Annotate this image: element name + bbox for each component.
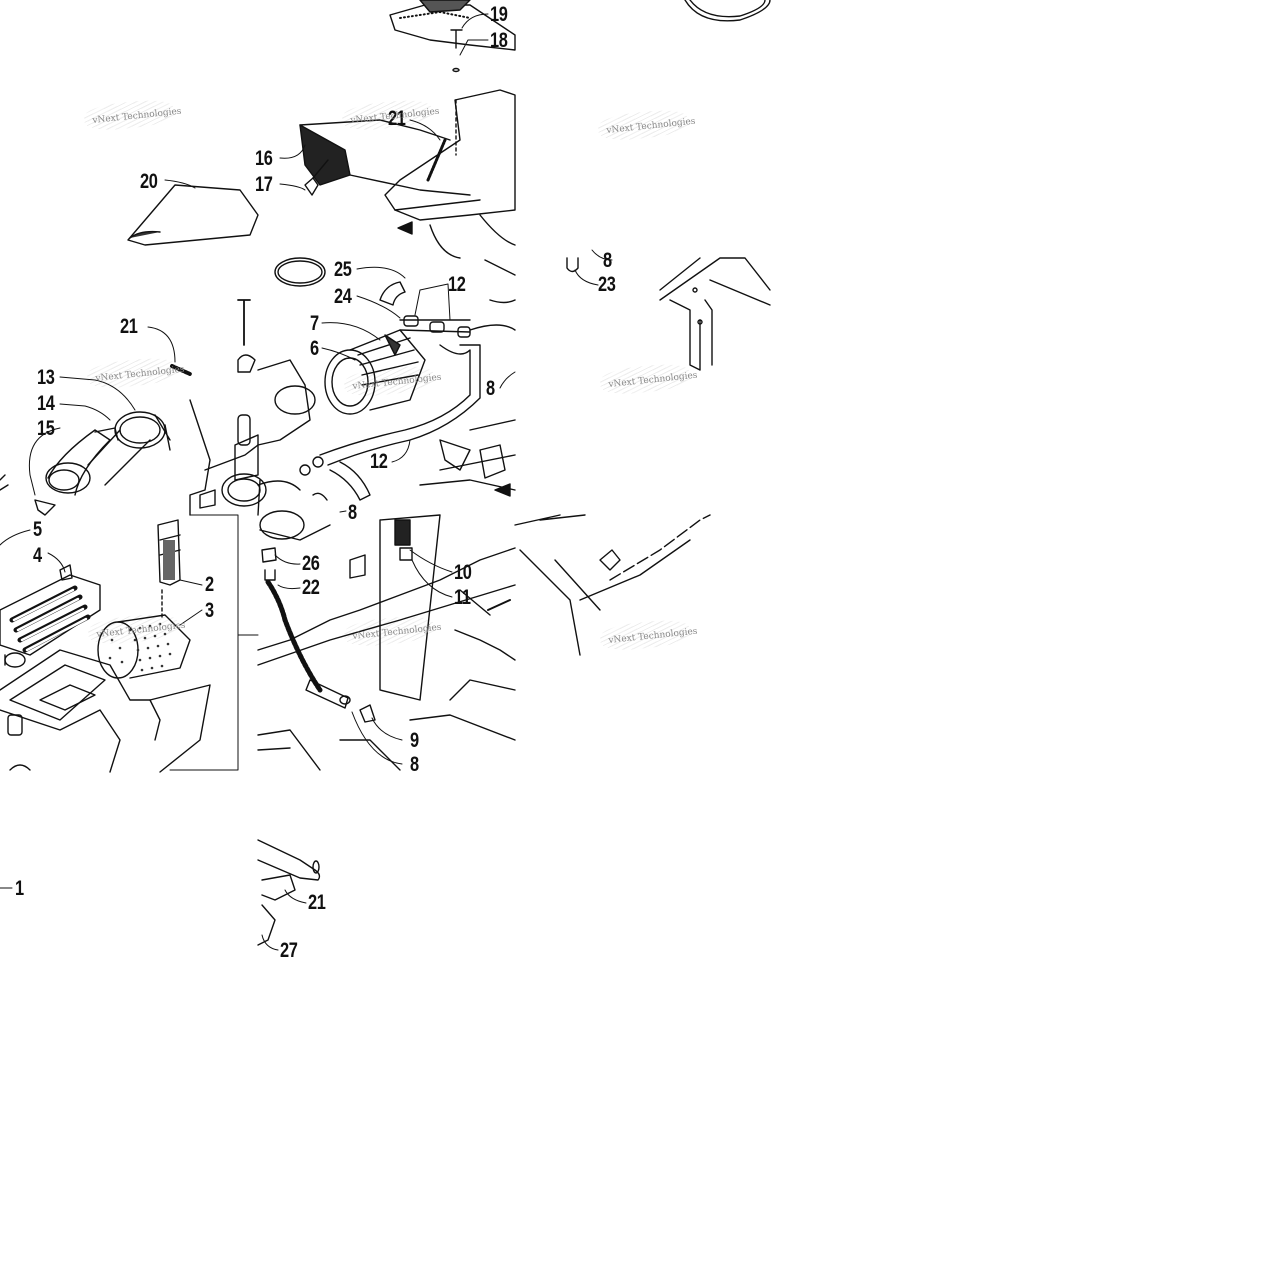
callout-12: 12 — [370, 450, 388, 473]
callout-25: 25 — [334, 258, 352, 281]
callout-22: 22 — [302, 576, 320, 599]
callout-11: 11 — [454, 586, 471, 609]
callout-5: 5 — [33, 518, 42, 541]
tile-bracket — [257, 839, 321, 946]
callout-21: 21 — [308, 891, 326, 914]
callout-21: 21 — [120, 315, 138, 338]
callout-23: 23 — [598, 273, 616, 296]
callout-9: 9 — [410, 729, 419, 752]
callout-15: 15 — [37, 417, 55, 440]
callout-10: 10 — [454, 561, 472, 584]
callout-8: 8 — [603, 249, 612, 272]
callout-14: 14 — [37, 392, 55, 415]
callout-18: 18 — [490, 29, 508, 52]
callout-4: 4 — [33, 544, 42, 567]
callout-24: 24 — [334, 285, 352, 308]
callout-17: 17 — [255, 173, 273, 196]
callout-26: 26 — [302, 552, 320, 575]
tile-frame-lower — [514, 514, 711, 656]
callout-27: 27 — [280, 939, 298, 962]
callout-8: 8 — [410, 753, 419, 776]
tile-intake-boot — [0, 299, 267, 516]
leader-lines — [0, 13, 613, 951]
callout-8: 8 — [348, 501, 357, 524]
callout-1: 1 — [15, 877, 24, 900]
tile-intake-duct — [127, 0, 771, 259]
tile-frame-corner — [566, 257, 771, 371]
callout-8: 8 — [486, 377, 495, 400]
callout-3: 3 — [205, 599, 214, 622]
callout-7: 7 — [310, 312, 319, 335]
callout-19: 19 — [490, 3, 508, 26]
callout-13: 13 — [37, 366, 55, 389]
callout-12: 12 — [448, 273, 466, 296]
callout-6: 6 — [310, 337, 319, 360]
callout-16: 16 — [255, 147, 273, 170]
callout-20: 20 — [140, 170, 158, 193]
callout-2: 2 — [205, 573, 214, 596]
